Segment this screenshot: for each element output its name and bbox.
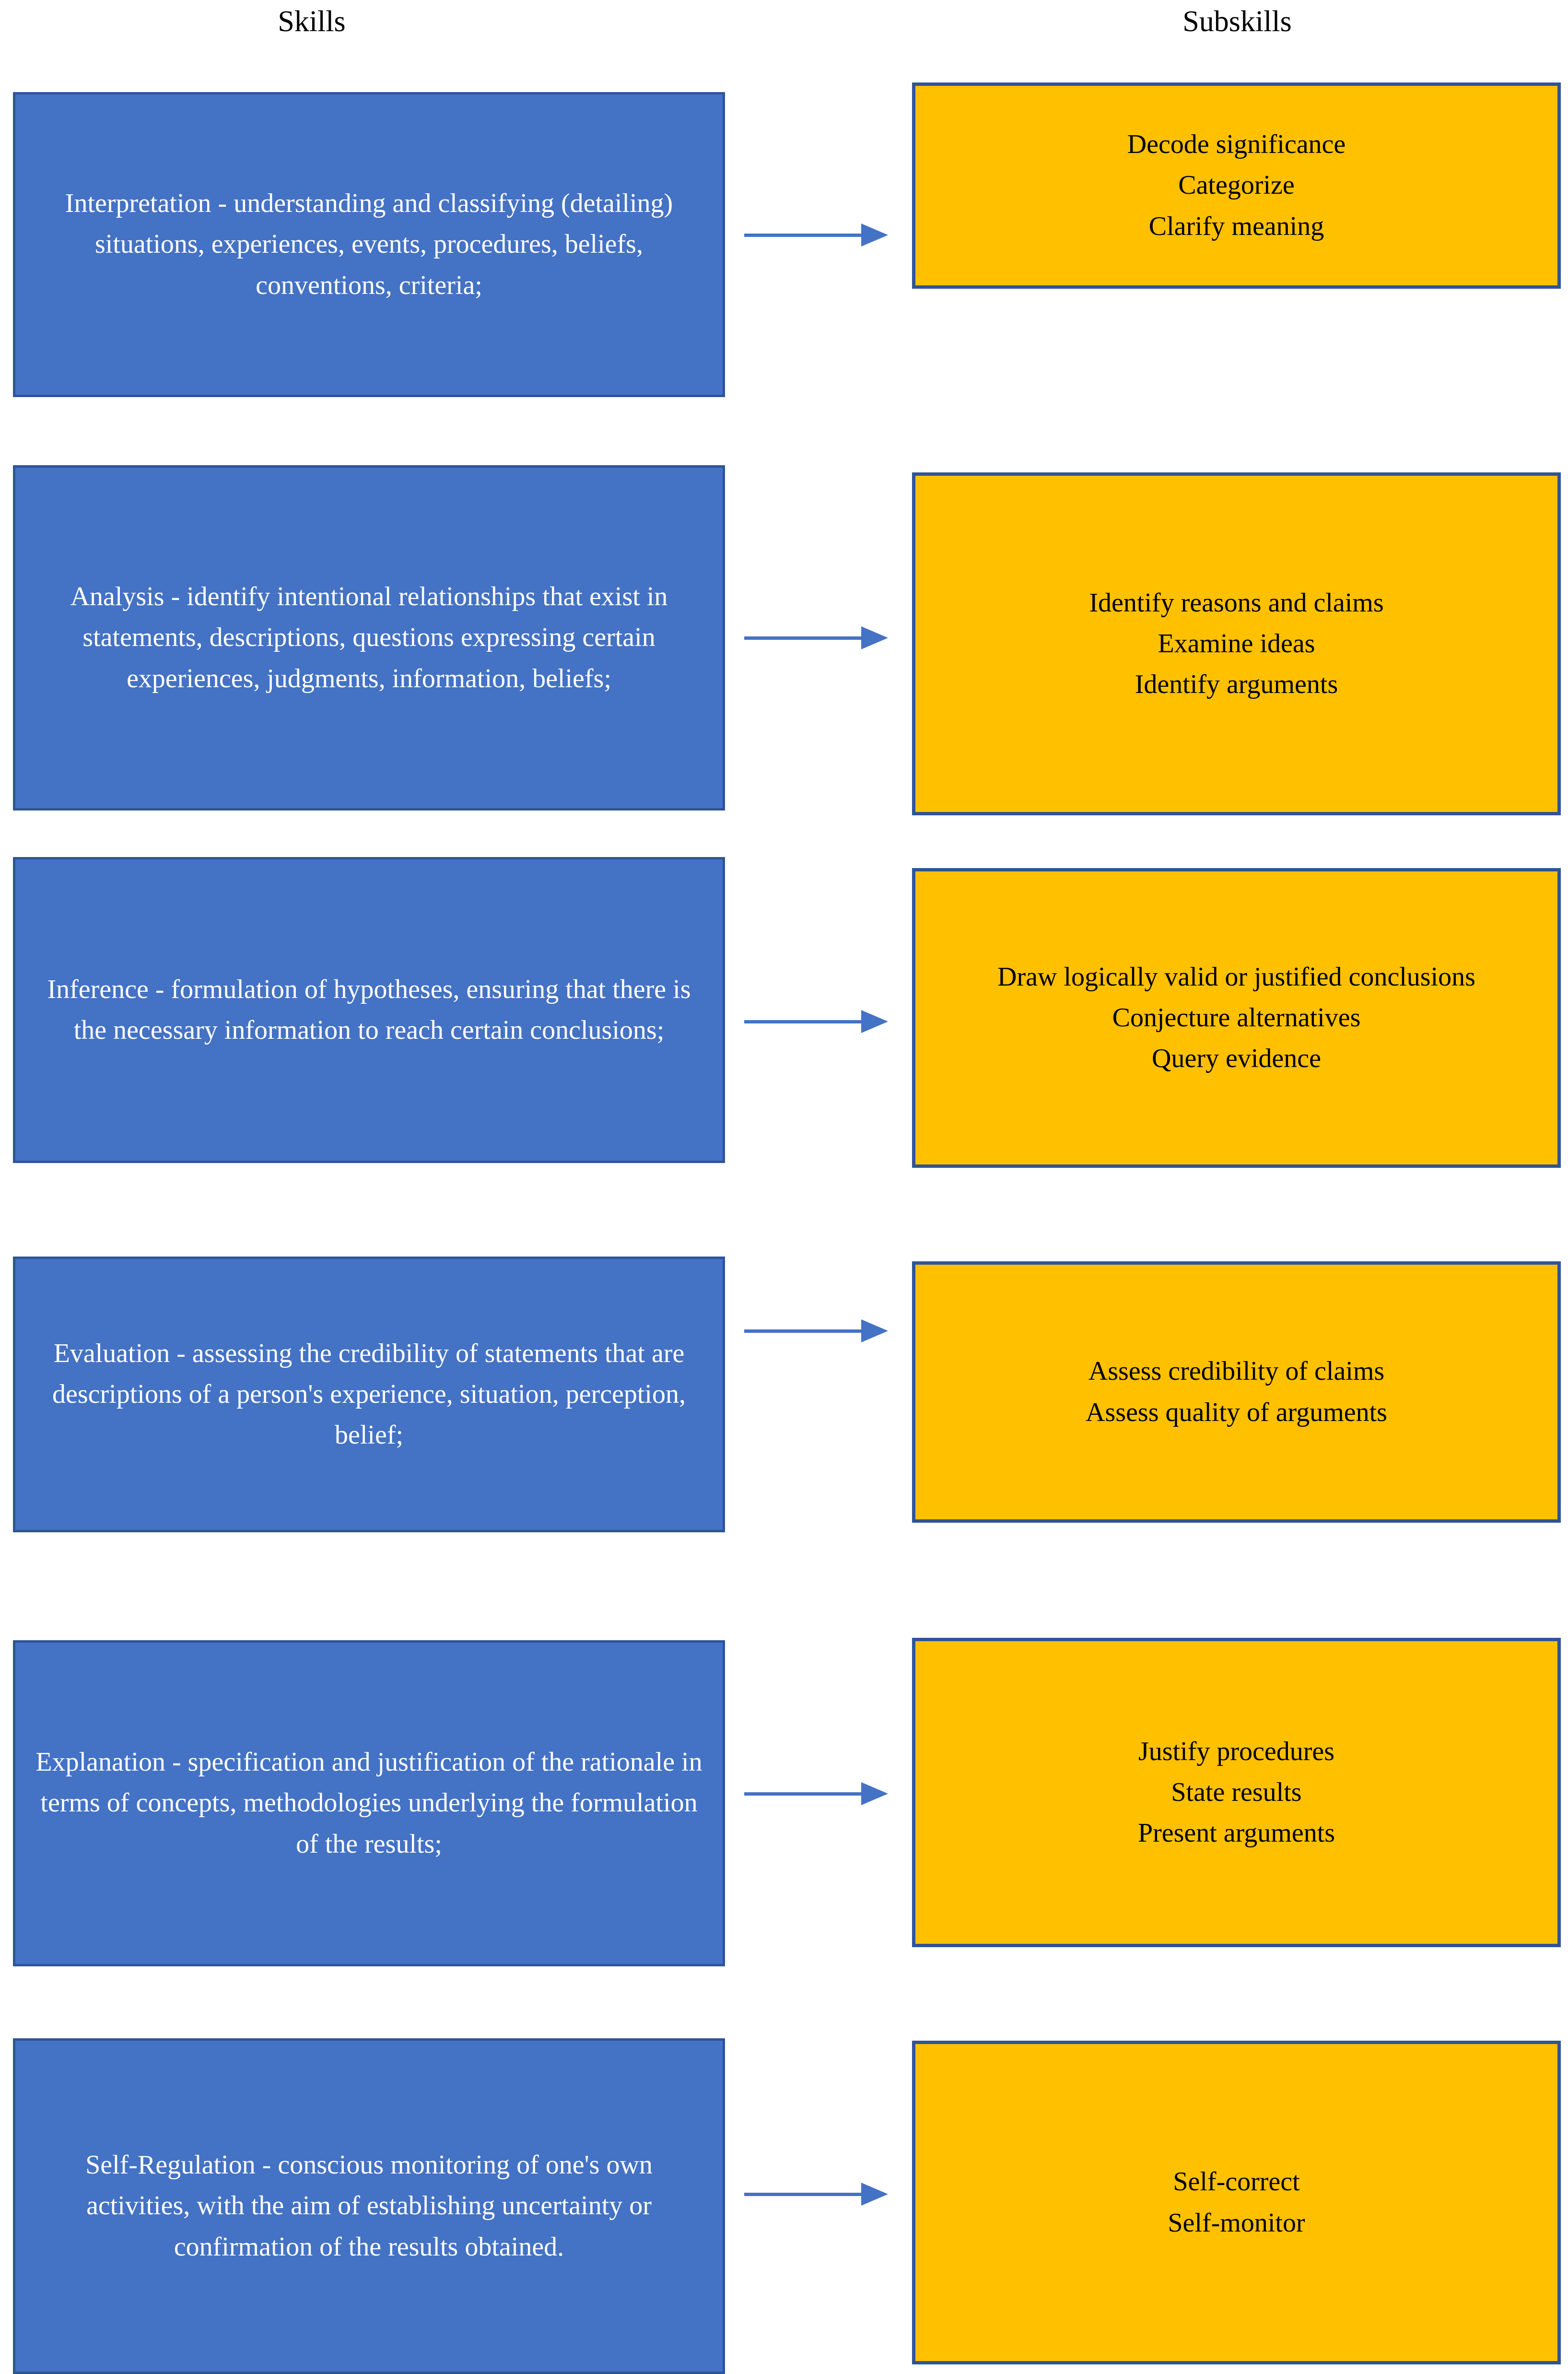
arrow-shaft	[744, 1020, 863, 1023]
subskill-line: Conjecture alternatives	[1112, 1002, 1361, 1033]
subskill-line: Identify reasons and claims	[1089, 588, 1384, 618]
arrow-head	[861, 1782, 888, 1805]
arrow-head	[861, 1319, 888, 1342]
skill-text-6: Self-Regulation - conscious monitoring o…	[85, 2150, 653, 2262]
subskill-line: Categorize	[1178, 170, 1295, 200]
subskill-line: Self-monitor	[1168, 2208, 1305, 2238]
subskill-line: Justify procedures	[1138, 1736, 1334, 1766]
skill-text-3: Inference - formulation of hypotheses, e…	[47, 974, 691, 1045]
subskill-line: Self-correct	[1173, 2167, 1300, 2197]
subskill-line: Draw logically valid or justified conclu…	[997, 962, 1475, 992]
subskill-line: Decode significance	[1127, 129, 1346, 160]
subskill-line: Query evidence	[1152, 1044, 1321, 1074]
arrow-5	[744, 1779, 888, 1808]
subskill-text-5: Justify procedures State results Present…	[932, 1731, 1541, 1854]
subskill-box-4[interactable]: Assess credibility of claims Assess qual…	[912, 1261, 1561, 1523]
subskill-box-2[interactable]: Identify reasons and claims Examine idea…	[912, 472, 1561, 815]
arrow-6	[744, 2180, 888, 2209]
skill-text-5: Explanation - specification and justific…	[35, 1747, 702, 1859]
skill-box-3[interactable]: Inference - formulation of hypotheses, e…	[13, 857, 725, 1163]
arrow-shaft	[744, 2193, 863, 2196]
arrow-shaft	[744, 636, 863, 640]
subskill-text-2: Identify reasons and claims Examine idea…	[932, 583, 1541, 705]
subskill-text-4: Assess credibility of claims Assess qual…	[932, 1351, 1541, 1433]
skill-box-4[interactable]: Evaluation - assessing the credibility o…	[13, 1257, 725, 1532]
subskill-box-5[interactable]: Justify procedures State results Present…	[912, 1638, 1561, 1947]
column-header-subskills: Subskills	[1182, 5, 1292, 38]
subskill-line: Present arguments	[1137, 1818, 1335, 1848]
skill-box-6[interactable]: Self-Regulation - conscious monitoring o…	[13, 2038, 725, 2374]
subskill-line: State results	[1171, 1777, 1302, 1807]
column-header-skills: Skills	[278, 5, 346, 38]
arrow-shaft	[744, 234, 863, 237]
skill-text-4: Evaluation - assessing the credibility o…	[52, 1338, 686, 1450]
arrow-head	[861, 1010, 888, 1033]
arrow-2	[744, 623, 888, 652]
arrow-head	[861, 626, 888, 649]
skill-box-2[interactable]: Analysis - identify intentional relation…	[13, 465, 725, 811]
skill-box-1[interactable]: Interpretation - understanding and class…	[13, 92, 725, 397]
arrow-1	[744, 221, 888, 249]
arrow-head	[861, 223, 888, 247]
subskill-line: Examine ideas	[1158, 628, 1315, 658]
arrow-shaft	[744, 1792, 863, 1796]
arrow-4	[744, 1316, 888, 1345]
skill-text-1: Interpretation - understanding and class…	[65, 188, 673, 300]
subskill-text-6: Self-correct Self-monitor	[932, 2162, 1541, 2243]
subskill-line: Assess quality of arguments	[1086, 1397, 1387, 1427]
subskill-box-1[interactable]: Decode significance Categorize Clarify m…	[912, 82, 1561, 289]
arrow-3	[744, 1007, 888, 1036]
subskill-line: Identify arguments	[1135, 670, 1338, 700]
subskill-text-1: Decode significance Categorize Clarify m…	[932, 124, 1541, 247]
subskill-box-3[interactable]: Draw logically valid or justified conclu…	[912, 868, 1561, 1168]
subskill-line: Assess credibility of claims	[1088, 1356, 1385, 1387]
arrow-head	[861, 2183, 888, 2206]
skill-text-2: Analysis - identify intentional relation…	[70, 582, 668, 693]
subskill-line: Clarify meaning	[1148, 211, 1324, 241]
subskill-text-3: Draw logically valid or justified conclu…	[932, 957, 1541, 1079]
subskill-box-6[interactable]: Self-correct Self-monitor	[912, 2041, 1561, 2364]
arrow-shaft	[744, 1329, 863, 1333]
skill-box-5[interactable]: Explanation - specification and justific…	[13, 1640, 725, 1966]
